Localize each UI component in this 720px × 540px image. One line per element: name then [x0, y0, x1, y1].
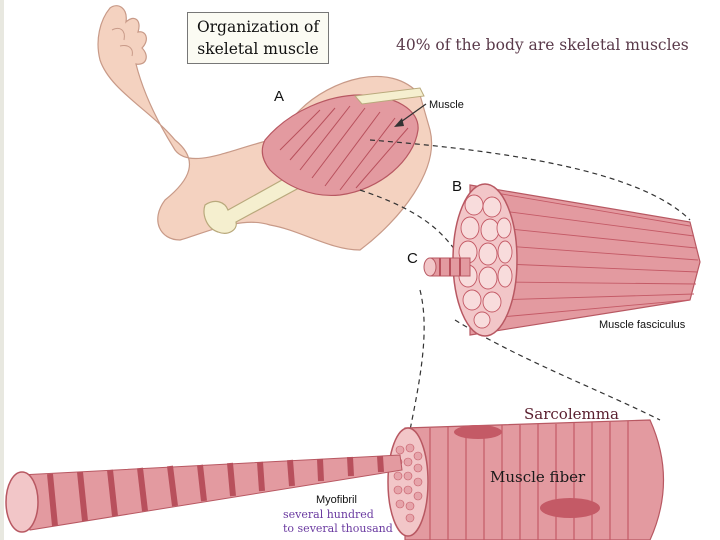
muscle-pointer-head — [394, 118, 404, 127]
myofibril — [5, 454, 403, 533]
muscle-striations — [279, 105, 409, 191]
finger-line — [111, 27, 125, 41]
fiber-c-end — [423, 257, 437, 277]
label-muscle: Muscle — [429, 99, 464, 111]
label-sarcolemma: Sarcolemma — [524, 405, 619, 423]
arm-illustration — [97, 5, 433, 251]
label-b: B — [452, 178, 463, 195]
myofibril-bands — [47, 455, 384, 527]
single-fiber-c — [423, 257, 471, 277]
label-myofibril: Myofibril — [316, 494, 357, 506]
label-muscle-fiber: Muscle fiber — [490, 468, 586, 486]
nucleus — [454, 425, 502, 439]
fiber-c-bands — [439, 258, 461, 276]
title-box: Organization of skeletal muscle — [187, 12, 329, 64]
label-count-line-1: several hundred — [283, 508, 374, 521]
page-edge — [0, 0, 4, 540]
nucleus — [540, 498, 600, 518]
label-count-line-2: to several thousand — [283, 522, 393, 535]
biceps-muscle — [261, 94, 419, 197]
myofibril-dots — [393, 443, 423, 523]
title-line-1: Organization of — [196, 18, 320, 36]
tendon — [354, 87, 425, 105]
label-c: C — [407, 250, 418, 267]
label-muscle-fasciculus: Muscle fasciculus — [599, 319, 686, 331]
finger-line — [119, 45, 133, 57]
muscle-fiber — [387, 419, 665, 540]
subtitle: 40% of the body are skeletal muscles — [396, 36, 689, 54]
fiber-striations — [429, 421, 629, 540]
label-a: A — [274, 88, 285, 105]
fasciculus-fibers — [489, 191, 699, 319]
myofibril-cross-section — [5, 471, 39, 533]
title-line-2: skeletal muscle — [197, 40, 319, 58]
muscle-fasciculus — [452, 183, 701, 337]
